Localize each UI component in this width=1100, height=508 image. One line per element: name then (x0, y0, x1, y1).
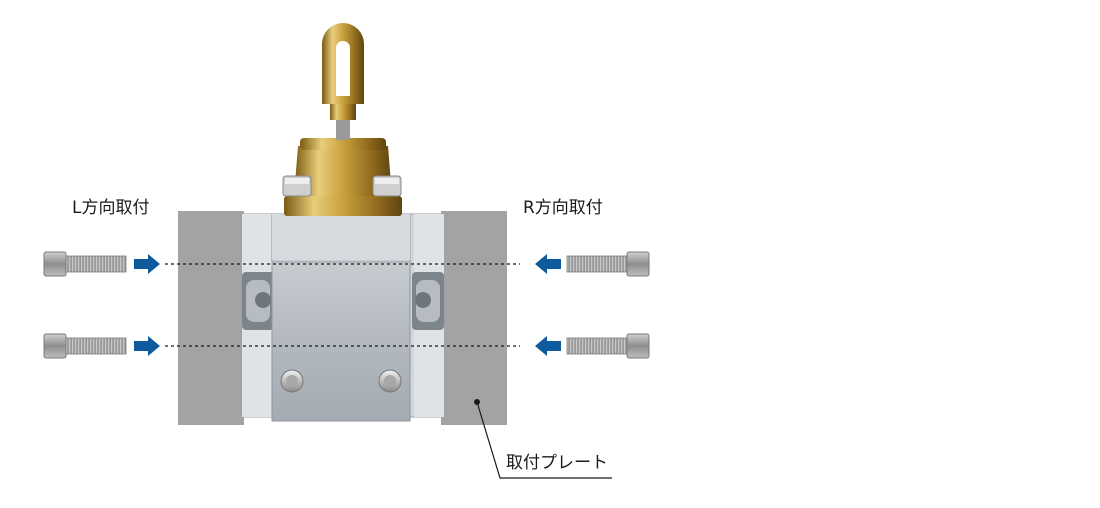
arrow-right-icon (134, 254, 160, 274)
mounting-bolt-right-top (566, 251, 650, 277)
arrow-left-icon (535, 254, 561, 274)
mounting-bolt-right-bottom (566, 333, 650, 359)
mounting-plate-left (178, 211, 244, 425)
mounting-plate-label: 取付プレート (506, 453, 608, 473)
right-direction-label: R方向取付 (523, 198, 603, 218)
mounting-bolt-left-top (43, 251, 127, 277)
brass-actuator-head (282, 23, 402, 216)
arrow-left-icon (535, 336, 561, 356)
left-direction-label: L方向取付 (72, 198, 150, 218)
mounting-bolt-left-bottom (43, 333, 127, 359)
mounting-plate-right (441, 211, 507, 425)
arrow-right-icon (134, 336, 160, 356)
switch-body (241, 213, 445, 422)
mounting-plate-leader (474, 399, 612, 479)
